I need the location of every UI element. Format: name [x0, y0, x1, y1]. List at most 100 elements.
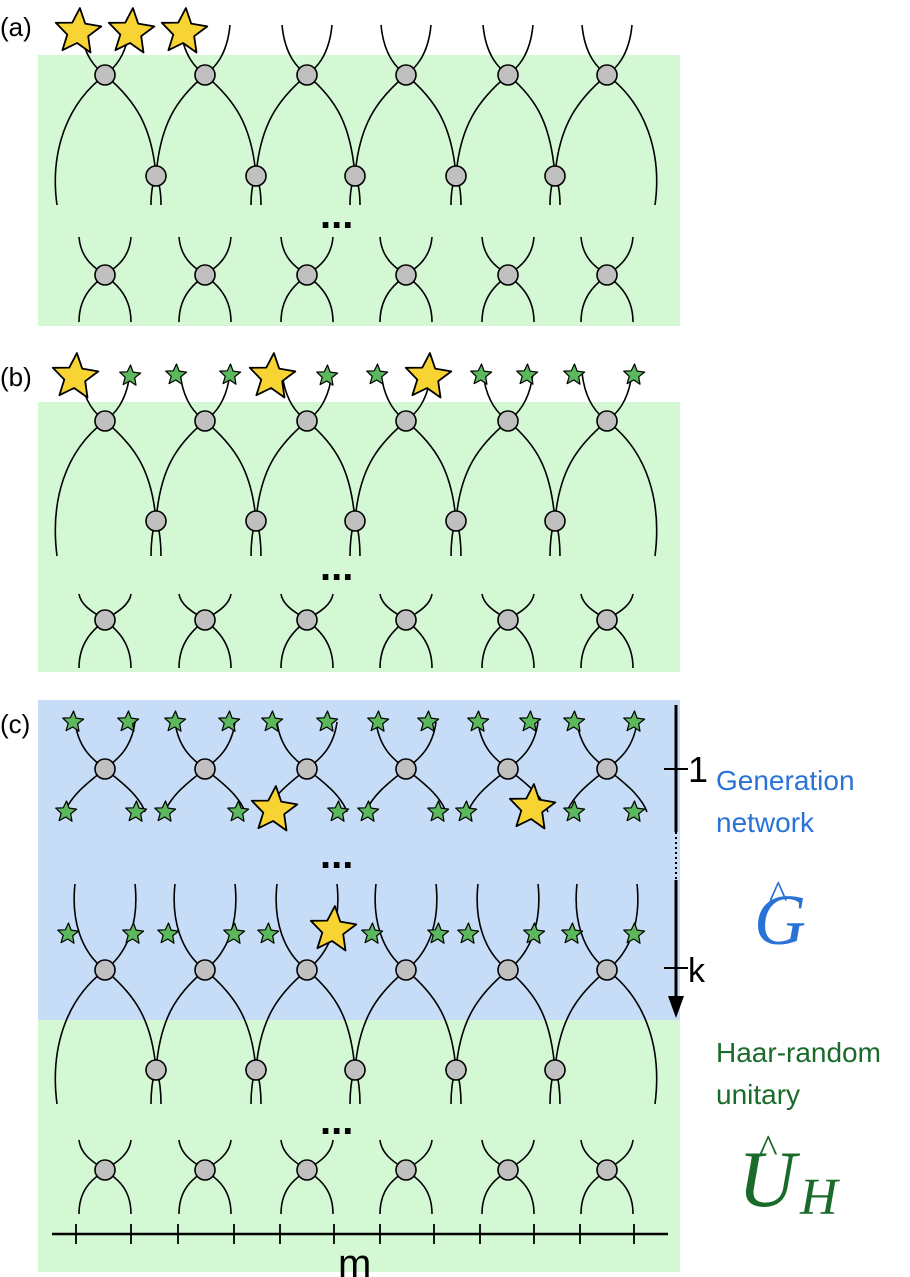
- depth-end-label: k: [688, 952, 706, 990]
- photon-star-small: [457, 922, 480, 944]
- waveguide: [155, 420, 206, 522]
- photon-star-small: [157, 922, 180, 944]
- photon-star-small: [623, 800, 646, 822]
- panel-label-b: (b): [0, 362, 32, 392]
- beam-splitter-node: [194, 609, 216, 631]
- photon-star-small: [154, 800, 177, 822]
- generation-region-c: [38, 700, 680, 1020]
- photon-star-small: [623, 363, 646, 385]
- beam-splitter-node: [596, 1159, 618, 1181]
- beam-splitter-node: [296, 264, 318, 286]
- waveguide: [354, 969, 407, 1071]
- photon-star-small: [427, 922, 450, 944]
- photon-star-small: [122, 922, 145, 944]
- beam-splitter-node: [497, 64, 519, 86]
- beam-splitter-node: [94, 64, 116, 86]
- beam-splitter-node: [145, 1059, 167, 1081]
- beam-splitter-node: [94, 758, 116, 780]
- photon-star-large: [248, 352, 297, 399]
- waveguide: [405, 969, 457, 1071]
- haar-symbol-subscript: H: [799, 1169, 840, 1226]
- beam-splitter-node: [497, 1159, 519, 1181]
- beam-splitter-node: [194, 410, 216, 432]
- beam-splitter-node: [395, 1159, 417, 1181]
- generation-symbol-hat: ^: [768, 872, 788, 917]
- waveguide: [554, 420, 608, 522]
- photon-star-large: [54, 7, 103, 54]
- photon-star-large: [309, 905, 358, 952]
- depth-start-label: 1: [688, 749, 708, 790]
- beam-splitter-node: [94, 609, 116, 631]
- photon-star-large: [51, 352, 100, 399]
- photon-star-small: [57, 922, 80, 944]
- haar-symbol-hat: ^: [758, 1126, 778, 1171]
- beam-splitter-node: [596, 64, 618, 86]
- beam-splitter-node: [296, 758, 318, 780]
- photon-star-small: [227, 800, 250, 822]
- waveguide: [104, 74, 157, 177]
- ellipsis-b: ...: [320, 545, 353, 589]
- beam-splitter-node: [296, 609, 318, 631]
- beam-splitter-node: [395, 609, 417, 631]
- beam-splitter-node: [94, 959, 116, 981]
- haar-label-line1: Haar-random: [716, 1037, 881, 1068]
- beam-splitter-node: [194, 1159, 216, 1181]
- photon-star-small: [455, 800, 478, 822]
- waveguide: [507, 74, 556, 177]
- beam-splitter-node: [596, 959, 618, 981]
- mode-axis-label: m: [338, 1242, 371, 1277]
- beam-splitter-node: [194, 959, 216, 981]
- beam-splitter-node: [245, 510, 267, 532]
- beam-splitter-node: [596, 264, 618, 286]
- photon-star-small: [257, 922, 280, 944]
- waveguide: [606, 969, 658, 1105]
- photon-star-small: [519, 710, 542, 732]
- photon-star-small: [561, 922, 584, 944]
- beam-splitter-node: [395, 264, 417, 286]
- haar-label-line2: unitary: [716, 1079, 800, 1110]
- beam-splitter-node: [445, 165, 467, 187]
- photon-star-small: [516, 363, 539, 385]
- waveguide: [306, 969, 356, 1071]
- beam-splitter-node: [497, 609, 519, 631]
- photon-star-small: [367, 710, 390, 732]
- waveguide: [455, 969, 509, 1071]
- waveguide: [54, 74, 106, 206]
- photon-star-small: [261, 710, 284, 732]
- photon-star-small: [316, 710, 339, 732]
- beam-splitter-node: [445, 1059, 467, 1081]
- beam-splitter-node: [344, 510, 366, 532]
- photon-star-small: [62, 710, 85, 732]
- waveguide: [455, 74, 509, 177]
- waveguide: [554, 969, 608, 1071]
- waveguide: [104, 420, 157, 522]
- photon-star-small: [623, 710, 646, 732]
- beam-splitter-node: [245, 165, 267, 187]
- waveguide: [104, 969, 157, 1071]
- photon-star-small: [164, 710, 187, 732]
- beam-splitter-nodes: [94, 64, 618, 1181]
- beam-splitter-node: [544, 165, 566, 187]
- photon-star-small: [357, 800, 380, 822]
- beam-splitter-node: [94, 264, 116, 286]
- photon-star-small: [417, 710, 440, 732]
- beam-splitter-node: [145, 165, 167, 187]
- photon-star-large: [404, 352, 453, 399]
- waveguide: [606, 74, 658, 206]
- beam-splitter-node: [245, 1059, 267, 1081]
- photon-star-small: [117, 710, 140, 732]
- waveguide: [606, 420, 658, 557]
- waveguide: [155, 969, 206, 1071]
- beam-splitter-node: [497, 410, 519, 432]
- waveguide: [405, 420, 457, 522]
- panel-label-a: (a): [0, 12, 32, 42]
- photon-star-small: [55, 800, 78, 822]
- waveguide: [354, 74, 407, 177]
- photon-star-small: [623, 922, 646, 944]
- beam-splitter-node: [596, 758, 618, 780]
- photon-star-large: [160, 7, 209, 54]
- beam-splitter-node: [194, 64, 216, 86]
- photon-star-small: [563, 800, 586, 822]
- mode-axis: [52, 1224, 668, 1244]
